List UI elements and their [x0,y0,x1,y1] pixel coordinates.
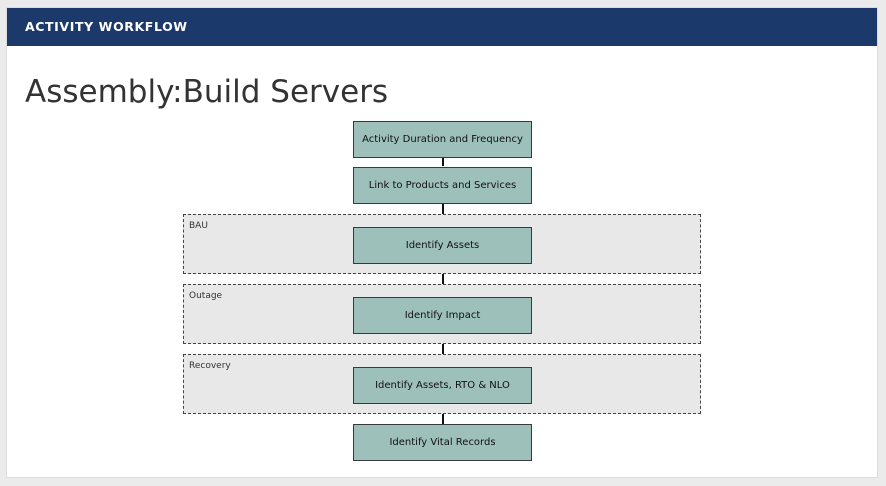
header-title: ACTIVITY WORKFLOW [25,19,188,34]
step-link-products-services[interactable]: Link to Products and Services [353,167,532,204]
step-identify-vital-records[interactable]: Identify Vital Records [353,424,532,461]
activity-workflow-panel: ACTIVITY WORKFLOW Assembly:Build Servers… [6,7,878,478]
step-activity-duration-frequency[interactable]: Activity Duration and Frequency [353,121,532,158]
workflow-diagram: BAU Outage Recovery Activity Duration an… [7,8,879,479]
header-bar: ACTIVITY WORKFLOW [7,8,877,46]
phase-label: Recovery [189,361,231,371]
step-identify-assets-rto-nlo[interactable]: Identify Assets, RTO & NLO [353,367,532,404]
connector-line [442,334,444,354]
phase-label: Outage [189,291,223,301]
phase-bau: BAU [183,214,701,274]
step-identify-assets[interactable]: Identify Assets [353,227,532,264]
connector-line [442,264,444,284]
step-identify-impact[interactable]: Identify Impact [353,297,532,334]
page-title: Assembly:Build Servers [25,74,389,110]
connector-line [442,157,444,166]
phase-label: BAU [189,221,208,231]
connector-line [442,404,444,424]
